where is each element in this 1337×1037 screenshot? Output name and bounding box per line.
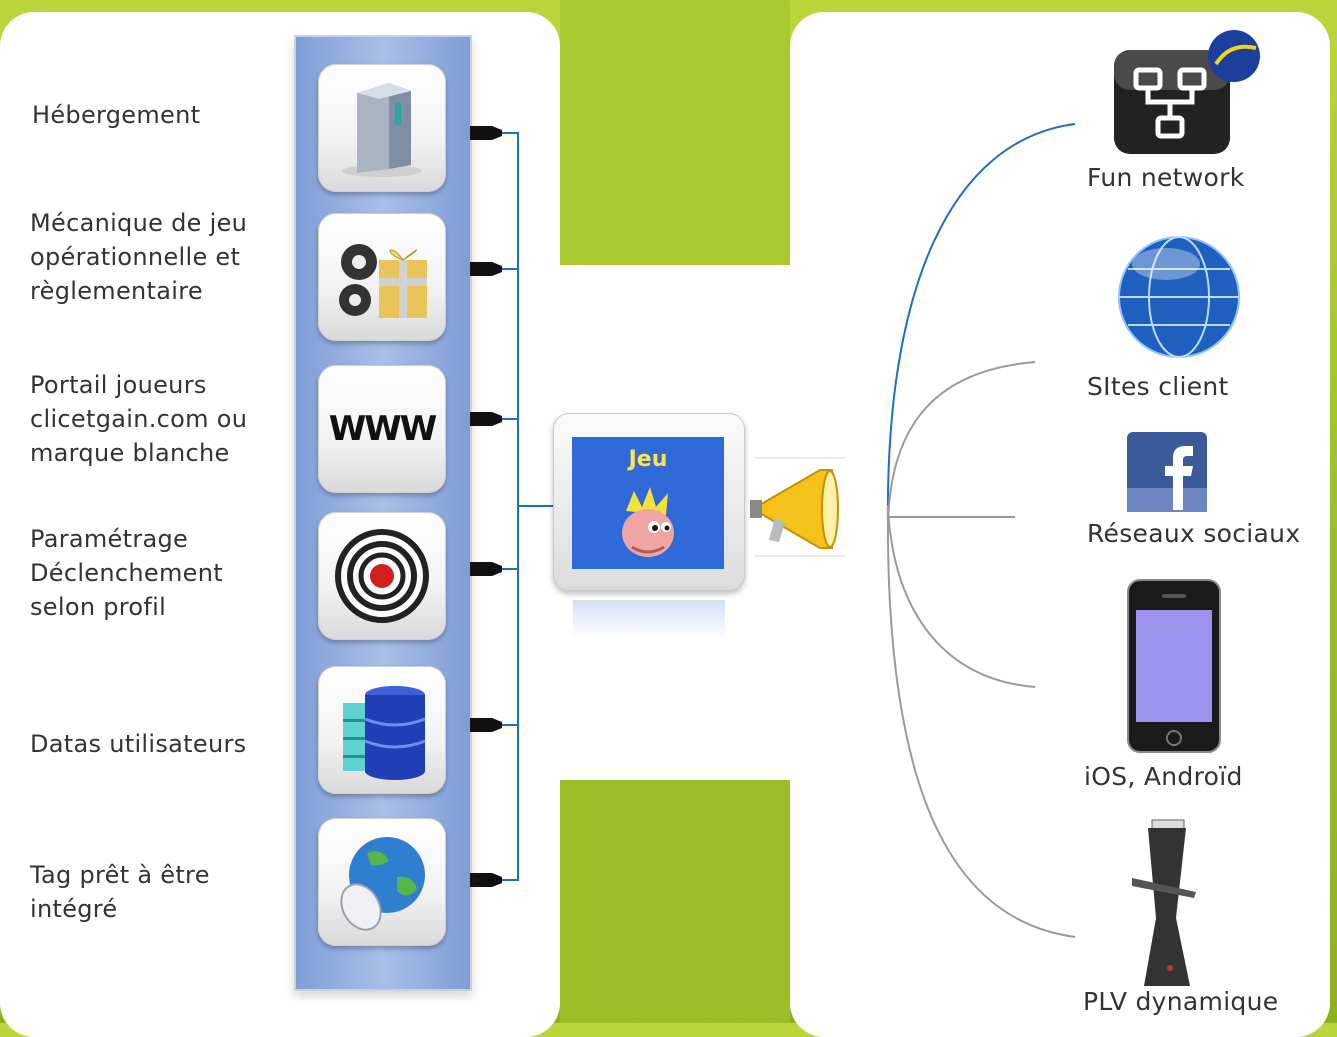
curve-sites-client xyxy=(887,361,1036,526)
plv-kiosk-icon xyxy=(1132,819,1196,986)
megaphone-icon xyxy=(750,469,839,549)
label-portail: Portail joueurs clicetgain.com ou marque… xyxy=(30,371,248,467)
curve-plv xyxy=(886,504,1076,938)
plug-2 xyxy=(470,262,502,276)
game-mechanics-tile xyxy=(318,213,446,341)
plug-1 xyxy=(470,126,502,140)
bg-band-top xyxy=(560,0,790,265)
plug-3 xyxy=(470,412,502,426)
www-tile: WWW xyxy=(318,365,446,493)
tag-tile xyxy=(318,818,446,946)
right-panel xyxy=(790,12,1330,1037)
globe-mouse-icon xyxy=(340,837,425,931)
bg-band-bottom xyxy=(560,780,790,1023)
label-mecanique: Mécanique de jeu opérationnelle et règle… xyxy=(30,209,248,305)
label-sites-client: SItes client xyxy=(1087,372,1229,401)
plug-connectors xyxy=(470,126,502,887)
label-fun-network: Fun network xyxy=(1087,163,1245,192)
jeu-title: Jeu xyxy=(628,447,668,472)
jeu-screen: Jeu xyxy=(572,437,724,569)
gears-gift-icon xyxy=(339,244,427,318)
phone-icon xyxy=(1127,579,1221,753)
plug-6 xyxy=(470,873,502,887)
label-ios-android: iOS, Androïd xyxy=(1084,762,1243,791)
www-icon: WWW xyxy=(328,409,438,449)
network-icon xyxy=(1114,30,1260,154)
target-icon xyxy=(335,529,429,623)
plug-5 xyxy=(470,718,502,732)
server-icon xyxy=(342,83,422,177)
server-tile xyxy=(318,64,446,192)
target-tile xyxy=(318,512,446,640)
label-parametrage: Paramétrage Déclenchement selon profil xyxy=(30,525,223,621)
label-datas: Datas utilisateurs xyxy=(30,730,247,758)
mascot-icon xyxy=(622,487,674,557)
bracket-line xyxy=(502,132,519,881)
label-plv-dynamique: PLV dynamique xyxy=(1083,987,1279,1016)
database-icon xyxy=(343,686,426,780)
facebook-icon xyxy=(1127,432,1207,512)
curve-ios xyxy=(887,509,1036,688)
label-tag: Tag prêt à être intégré xyxy=(30,861,210,923)
globe-icon xyxy=(1118,236,1240,358)
jeu-reflection xyxy=(573,600,725,640)
label-hebergement: Hébergement xyxy=(32,101,201,129)
label-reseaux-sociaux: Réseaux sociaux xyxy=(1087,519,1301,548)
plug-4 xyxy=(470,562,502,576)
database-tile xyxy=(318,666,446,794)
jeu-tile: Jeu xyxy=(553,413,745,591)
curve-fun-network xyxy=(886,123,1076,526)
